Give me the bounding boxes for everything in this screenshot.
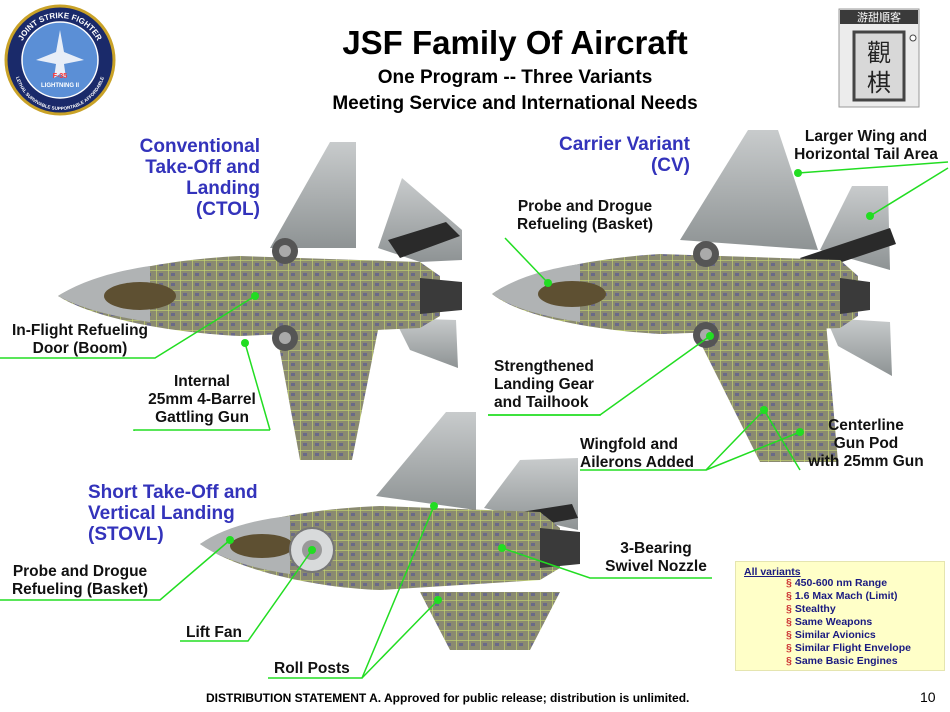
seal-char-1: 觀 <box>867 39 891 67</box>
cv-centerline-line-3: with 25mm Gun <box>808 453 924 470</box>
calligraphy-seal: 游甜順客 觀 棋 <box>838 8 920 108</box>
all-variants-item-text: Stealthy <box>794 603 836 615</box>
stovl-nozzle-label: 3-Bearing Swivel Nozzle <box>596 540 716 576</box>
stovl-probe-line-2: Refueling (Basket) <box>11 581 149 598</box>
all-variants-item-text: Similar Avionics <box>794 629 876 641</box>
ctol-heading-line-1: Conventional <box>139 136 260 157</box>
cv-probe-line-2: Refueling (Basket) <box>516 216 654 233</box>
cv-heading-line-1: Carrier Variant <box>559 134 690 155</box>
ctol-aircraft <box>58 142 462 460</box>
all-variants-item: §Same Weapons <box>786 616 873 628</box>
ctol-refuel-door-label: In-Flight Refueling Door (Boom) <box>0 322 160 358</box>
stovl-aircraft <box>200 412 580 650</box>
seal-top-text: 游甜順客 <box>857 10 901 24</box>
cv-heading-line-2: (CV) <box>650 155 690 176</box>
all-variants-item: §Same Basic Engines <box>786 655 898 667</box>
cv-gear-line-1: Strengthened <box>494 358 594 375</box>
slide-title: JSF Family Of Aircraft <box>342 24 688 61</box>
ctol-refuel-line-1: In-Flight Refueling <box>11 322 149 339</box>
ctol-gun-line-3: Gattling Gun <box>155 409 249 426</box>
cv-wingfold-line-2: Ailerons Added <box>580 454 694 471</box>
page-number: 10 <box>920 689 936 705</box>
stovl-liftfan-line-1: Lift Fan <box>186 624 242 641</box>
stovl-rollposts-label: Roll Posts <box>274 660 350 678</box>
all-variants-item: §Similar Flight Envelope <box>786 642 911 654</box>
stovl-heading-line-1: Short Take-Off and <box>88 482 258 503</box>
cv-heading: Carrier Variant (CV) <box>520 134 690 176</box>
all-variants-heading: All variants <box>744 566 801 578</box>
logo-name: LIGHTNING II <box>41 83 79 89</box>
ctol-heading-line-2: Take-Off and <box>145 157 260 178</box>
all-variants-item: §450-600 nm Range <box>786 577 888 589</box>
all-variants-item-text: 1.6 Max Mach (Limit) <box>794 590 898 602</box>
stovl-heading: Short Take-Off and Vertical Landing (STO… <box>88 482 258 545</box>
ctol-heading-line-3: Landing <box>186 178 260 199</box>
stovl-probe-line-1: Probe and Drogue <box>12 563 148 580</box>
slide-subtitle-line-1: One Program -- Three Variants <box>377 67 653 88</box>
stovl-heading-line-2: Vertical Landing <box>88 503 235 524</box>
cv-wingfold-line-1: Wingfold and <box>580 436 679 453</box>
all-variants-item-text: Same Basic Engines <box>794 655 898 667</box>
stovl-heading-line-3: (STOVL) <box>88 524 164 545</box>
cv-probe-label: Probe and Drogue Refueling (Basket) <box>500 198 670 234</box>
all-variants-note: All variants §450-600 nm Range §1.6 Max … <box>735 561 945 671</box>
all-variants-item: §Similar Avionics <box>786 629 876 641</box>
all-variants-item: §1.6 Max Mach (Limit) <box>786 590 898 602</box>
all-variants-item: §Stealthy <box>786 603 836 615</box>
ctol-gun-line-1: Internal <box>174 373 230 390</box>
all-variants-list: §450-600 nm Range §1.6 Max Mach (Limit) … <box>786 577 911 668</box>
slide-subtitle-line-2: Meeting Service and International Needs <box>332 93 698 114</box>
all-variants-item-text: Similar Flight Envelope <box>794 642 911 654</box>
ctol-heading: Conventional Take-Off and Landing (CTOL) <box>110 136 260 220</box>
ctol-refuel-line-2: Door (Boom) <box>32 340 128 357</box>
cv-wing-line-2: Horizontal Tail Area <box>794 146 938 163</box>
stovl-rollposts-line-1: Roll Posts <box>274 660 350 677</box>
ctol-heading-line-4: (CTOL) <box>195 199 260 220</box>
stovl-nozzle-line-2: Swivel Nozzle <box>605 558 707 575</box>
cv-gear-label: Strengthened Landing Gear and Tailhook <box>494 358 594 412</box>
cv-probe-line-1: Probe and Drogue <box>517 198 653 215</box>
logo-model: F-35 <box>53 73 68 80</box>
cv-wingfold-label: Wingfold and Ailerons Added <box>580 436 694 472</box>
cv-gear-line-3: and Tailhook <box>494 394 589 411</box>
cv-aircraft <box>492 130 896 462</box>
all-variants-item-text: Same Weapons <box>794 616 873 628</box>
cv-gear-line-2: Landing Gear <box>494 376 594 393</box>
cv-wing-label: Larger Wing and Horizontal Tail Area <box>782 128 950 164</box>
cv-centerline-line-1: Centerline <box>828 417 904 434</box>
distribution-statement: DISTRIBUTION STATEMENT A. Approved for p… <box>206 691 690 705</box>
cv-centerline-label: Centerline Gun Pod with 25mm Gun <box>796 417 936 471</box>
stovl-probe-label: Probe and Drogue Refueling (Basket) <box>0 563 160 599</box>
ctol-gun-line-2: 25mm 4-Barrel <box>148 391 256 408</box>
cv-wing-line-1: Larger Wing and <box>804 128 928 145</box>
seal-char-2: 棋 <box>867 69 891 97</box>
stovl-nozzle-line-1: 3-Bearing <box>620 540 692 557</box>
ctol-gun-label: Internal 25mm 4-Barrel Gattling Gun <box>132 373 272 427</box>
jsf-program-logo: F-35 LIGHTNING II JOINT STRIKE FIGHTER L… <box>4 4 116 116</box>
stovl-liftfan-label: Lift Fan <box>186 624 242 642</box>
cv-centerline-line-2: Gun Pod <box>833 435 899 452</box>
callout-leader-lines <box>0 161 949 679</box>
callout-dots <box>226 169 874 604</box>
all-variants-item-text: 450-600 nm Range <box>794 577 888 589</box>
